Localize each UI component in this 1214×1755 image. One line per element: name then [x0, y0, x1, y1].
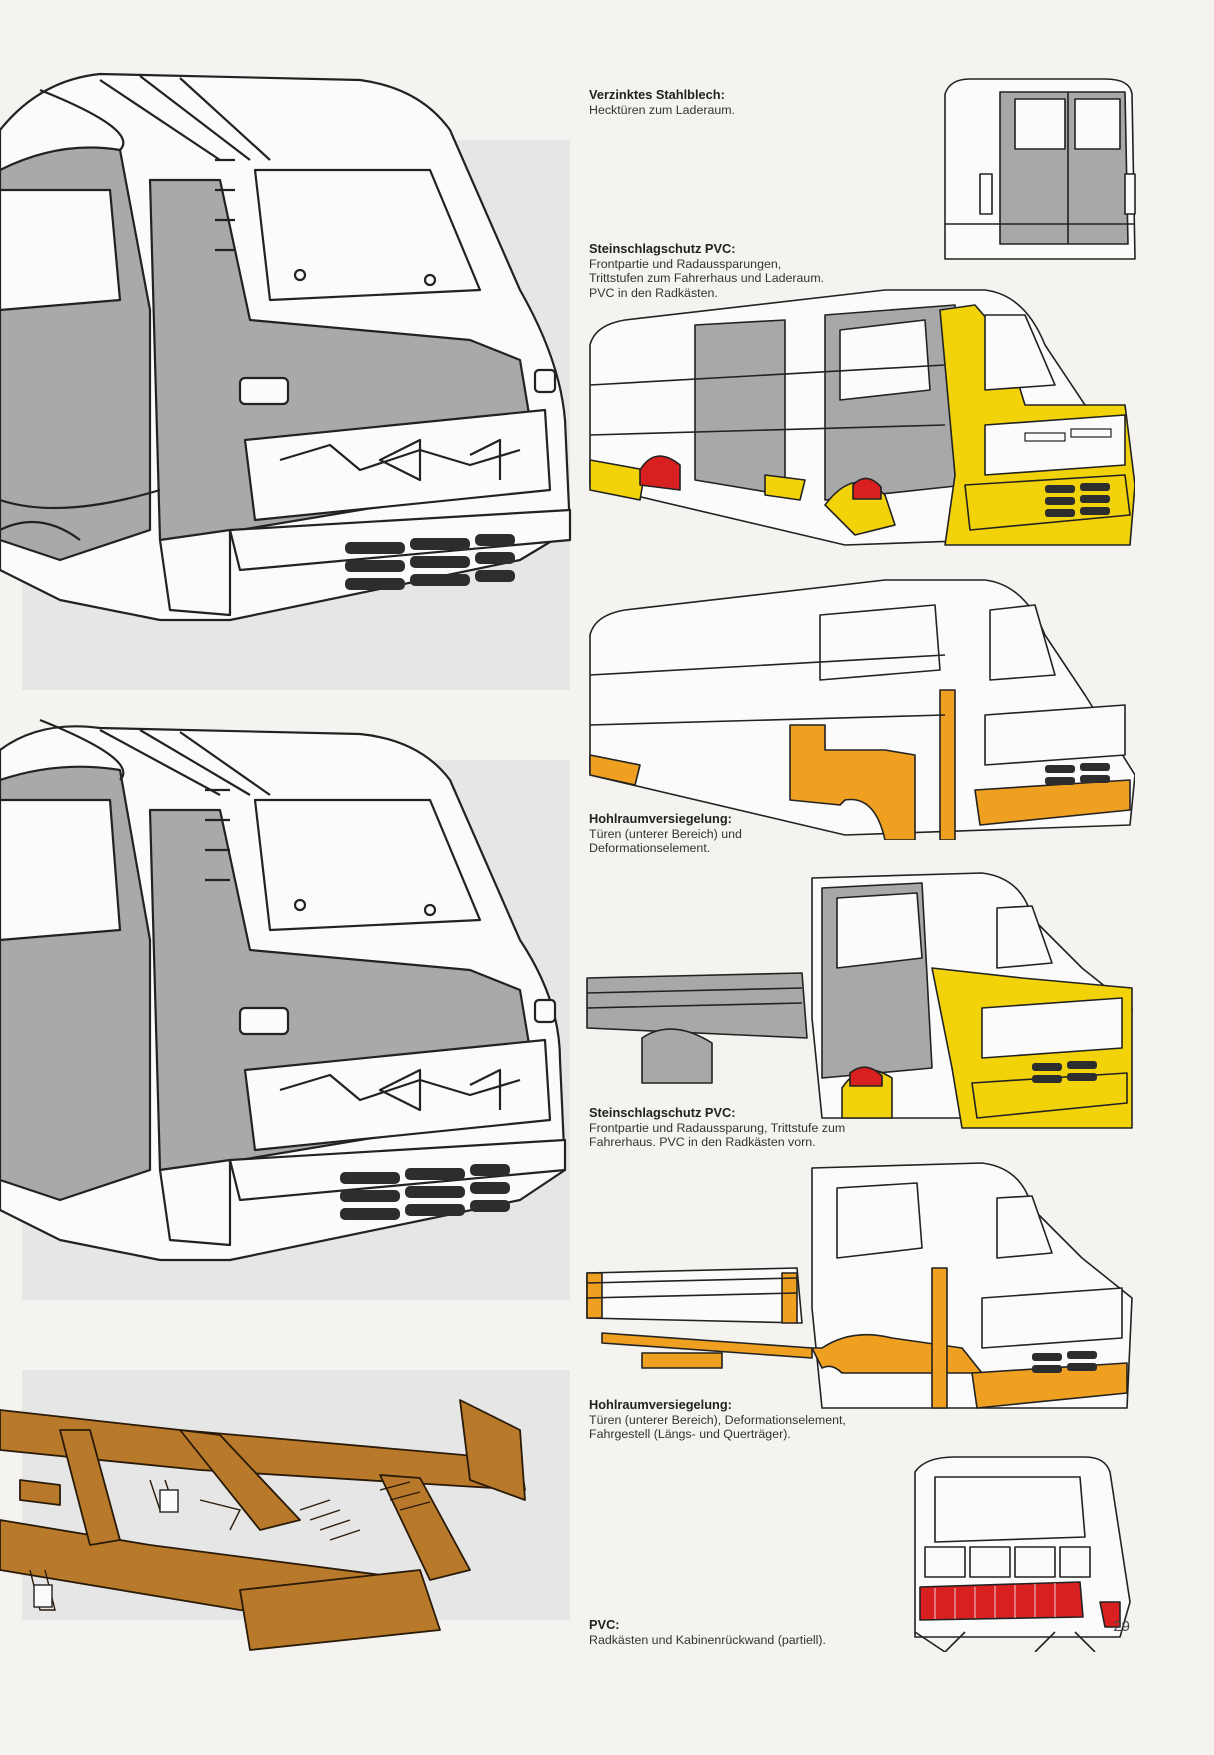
pickup-cavity-seal-illustration	[586, 1162, 1133, 1409]
caption-cavity-sealing-van: Hohlraumversiegelung: Türen (unterer Ber…	[589, 811, 819, 856]
cab-cutaway-illustration-middle	[0, 718, 567, 1262]
van-rear-doors-illustration	[944, 78, 1136, 260]
caption-body: Radkästen und Kabinenrückwand (partiell)…	[589, 1632, 826, 1647]
caption-galvanized-steel: Verzinktes Stahlblech: Hecktüren zum Lad…	[589, 87, 859, 117]
panel-van-pvc-illustration	[589, 289, 1135, 546]
caption-title: Steinschlagschutz PVC:	[589, 241, 736, 256]
caption-body: Frontpartie und Radaussparung, Trittstuf…	[589, 1120, 846, 1150]
caption-title: Steinschlagschutz PVC:	[589, 1105, 736, 1120]
caption-pvc-rear-wall: PVC: Radkästen und Kabinenrückwand (part…	[589, 1617, 889, 1647]
caption-title: Hohlraumversiegelung:	[589, 811, 732, 826]
left-illustration-column	[0, 0, 590, 1755]
chassis-frame-illustration	[0, 1399, 526, 1651]
caption-title: PVC:	[589, 1617, 620, 1632]
caption-body: Frontpartie und Radaussparungen, Trittst…	[589, 256, 825, 300]
caption-body: Türen (unterer Bereich), Deformationsele…	[589, 1412, 846, 1442]
caption-cavity-sealing-pickup: Hohlraumversiegelung: Türen (unterer Ber…	[589, 1397, 854, 1442]
cab-rear-wall-pvc-illustration	[914, 1456, 1131, 1652]
pickup-pvc-illustration	[586, 872, 1133, 1129]
caption-stone-chip-protection-pickup: Steinschlagschutz PVC: Frontpartie und R…	[589, 1105, 859, 1150]
caption-title: Verzinktes Stahlblech:	[589, 87, 725, 102]
caption-body: Hecktüren zum Laderaum.	[589, 102, 736, 117]
page-number: 29	[1113, 1618, 1130, 1635]
caption-title: Hohlraumversiegelung:	[589, 1397, 732, 1412]
cab-cutaway-illustration-top	[0, 72, 572, 622]
caption-stone-chip-protection-van: Steinschlagschutz PVC: Frontpartie und R…	[589, 241, 829, 300]
panel-van-cavity-seal-illustration	[589, 579, 1135, 840]
caption-body: Türen (unterer Bereich) und Deformations…	[589, 826, 742, 856]
